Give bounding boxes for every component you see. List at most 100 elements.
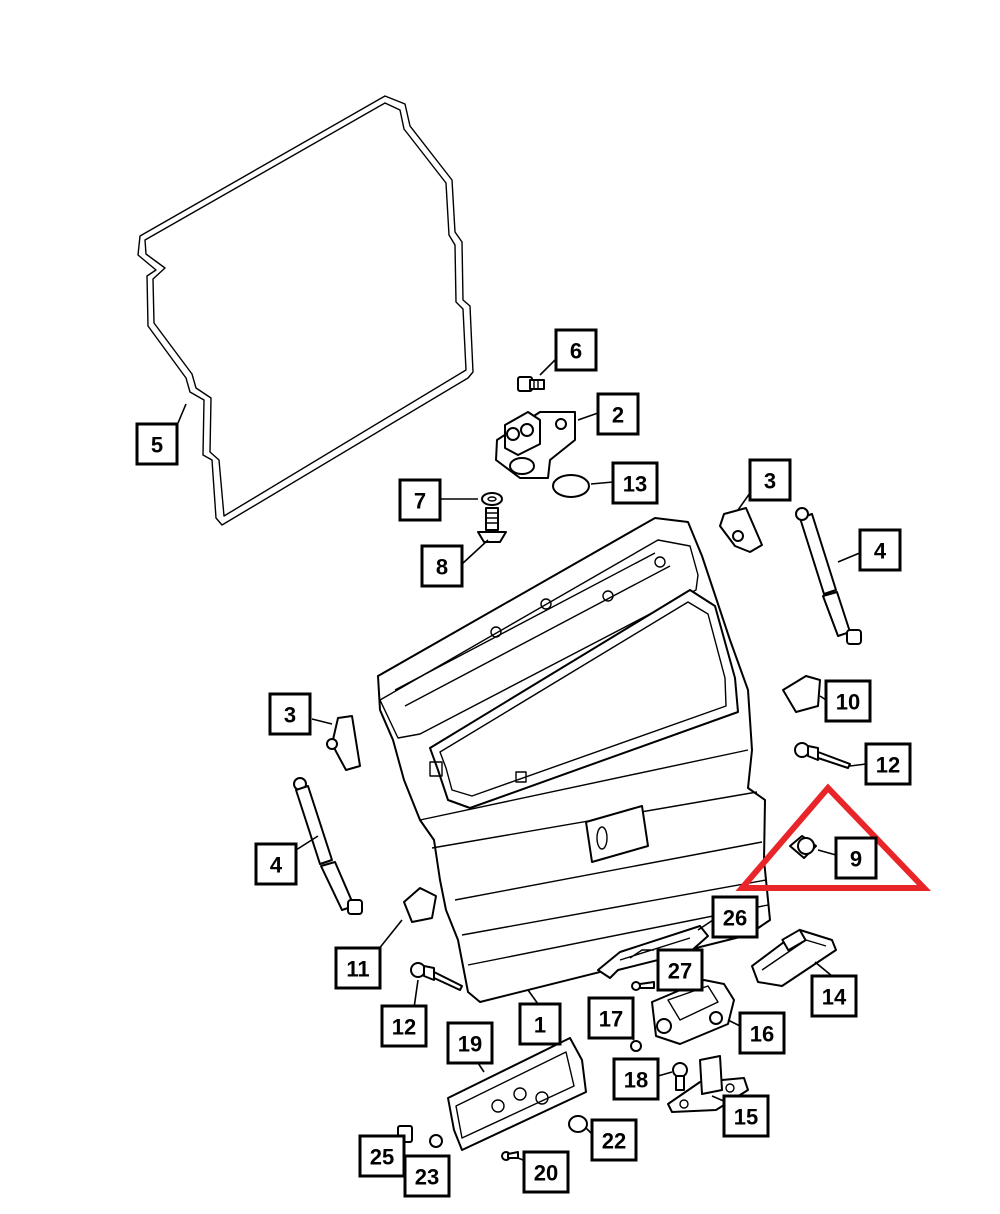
license-plate-bracket-drawing [447, 1037, 587, 1151]
callout-box [596, 392, 640, 436]
callout-number: 16 [750, 1022, 774, 1047]
callout-box [722, 1094, 770, 1138]
leader-line-12a [849, 763, 867, 767]
callout-box [587, 996, 635, 1040]
license-lamp-drawing [751, 928, 837, 987]
callout-number: 18 [624, 1068, 648, 1093]
callout-part-26: 26 [711, 895, 759, 939]
callout-number: 12 [876, 753, 900, 778]
callout-box [268, 692, 312, 736]
bumper-pad-right-drawing [782, 675, 821, 713]
callout-box [810, 974, 858, 1018]
callout-box [834, 836, 878, 880]
callout-box [135, 422, 179, 466]
callout-number: 4 [270, 853, 283, 878]
callout-box [420, 544, 464, 588]
callout-box [518, 1002, 562, 1046]
callout-number: 23 [415, 1165, 439, 1190]
leader-line-11 [377, 919, 403, 951]
callout-number: 3 [284, 703, 296, 728]
callout-part-2: 2 [596, 392, 640, 436]
callout-number: 6 [570, 339, 582, 364]
callout-part-8: 8 [420, 544, 464, 588]
leader-line-9 [817, 849, 837, 856]
callout-box [334, 946, 382, 990]
leader-line-1 [527, 989, 539, 1005]
callout-part-4b: 4 [254, 842, 298, 886]
callout-number: 20 [534, 1161, 558, 1186]
liftgate-latch-drawing [651, 979, 735, 1045]
callout-number: 11 [346, 957, 369, 982]
ball-stud-drawing [477, 507, 507, 543]
callout-box [380, 1004, 428, 1048]
callout-box [522, 1150, 570, 1194]
callout-number: 1 [534, 1013, 546, 1038]
callout-number: 8 [436, 555, 448, 580]
callout-number: 14 [822, 985, 847, 1010]
callout-part-11: 11 [334, 946, 382, 990]
callout-number: 3 [764, 469, 776, 494]
callout-number: 25 [370, 1145, 394, 1170]
hinge-bolt-drawing [517, 376, 545, 392]
leader-line-5 [177, 403, 187, 424]
leader-line-13 [590, 481, 614, 485]
callout-box [858, 528, 902, 572]
retainer-pin-right-drawing [794, 742, 851, 769]
callout-part-12b: 12 [380, 1004, 428, 1048]
callout-box [554, 328, 598, 372]
callout-box [864, 742, 912, 786]
access-hole-plug-drawing [552, 474, 590, 498]
striker-bolt-drawing [672, 1062, 688, 1091]
callout-part-20: 20 [522, 1150, 570, 1194]
callout-part-3b: 3 [268, 692, 312, 736]
callout-box [824, 679, 872, 723]
bracket-screw-20-drawing [501, 1151, 519, 1161]
callout-number: 4 [874, 539, 887, 564]
callout-number: 2 [612, 403, 624, 428]
callout-part-4a: 4 [858, 528, 902, 572]
callout-part-25: 25 [358, 1134, 406, 1178]
callout-number: 7 [414, 489, 426, 514]
callout-part-6: 6 [554, 328, 598, 372]
leader-line-8 [461, 539, 489, 565]
callout-part-10: 10 [824, 679, 872, 723]
liftgate-handle-applique-drawing [597, 925, 709, 979]
callout-box [656, 948, 704, 992]
callout-part-12a: 12 [864, 742, 912, 786]
strut-bracket-upper-drawing [719, 507, 763, 553]
callout-number: 5 [151, 433, 163, 458]
callout-box [398, 478, 442, 522]
callout-number: 17 [599, 1007, 623, 1032]
callout-part-15: 15 [722, 1094, 770, 1138]
callout-part-13: 13 [611, 461, 659, 505]
callout-box [446, 1021, 494, 1065]
leader-line-2 [577, 412, 599, 421]
leader-line-14 [814, 961, 833, 977]
latch-screw-drawing [630, 1040, 642, 1052]
callout-part-9: 9 [834, 836, 878, 880]
callout-number: 15 [734, 1105, 758, 1130]
leader-line-18 [657, 1071, 673, 1077]
callout-part-14: 14 [810, 974, 858, 1018]
gas-strut-right-drawing [795, 507, 862, 645]
retainer-pin-left-drawing [410, 962, 463, 991]
callout-number: 27 [668, 959, 692, 984]
washer-drawing [481, 492, 503, 506]
callout-box [611, 461, 659, 505]
callout-part-17: 17 [587, 996, 635, 1040]
callout-box [590, 1118, 638, 1162]
callout-part-5: 5 [135, 422, 179, 466]
leader-line-3a [737, 492, 751, 511]
gas-strut-left-drawing [293, 777, 363, 915]
bracket-plug-drawing [568, 1115, 588, 1133]
leader-line-4b [295, 835, 319, 851]
liftgate-hinge-drawing [495, 411, 576, 479]
liftgate-panel-drawing [377, 517, 771, 1003]
callout-part-27: 27 [656, 948, 704, 992]
callout-part-16: 16 [738, 1011, 786, 1055]
liftgate-striker-drawing [667, 1055, 749, 1113]
callout-part-19: 19 [446, 1021, 494, 1065]
callout-part-1: 1 [518, 1002, 562, 1046]
warning-triangle-highlight [735, 783, 932, 891]
